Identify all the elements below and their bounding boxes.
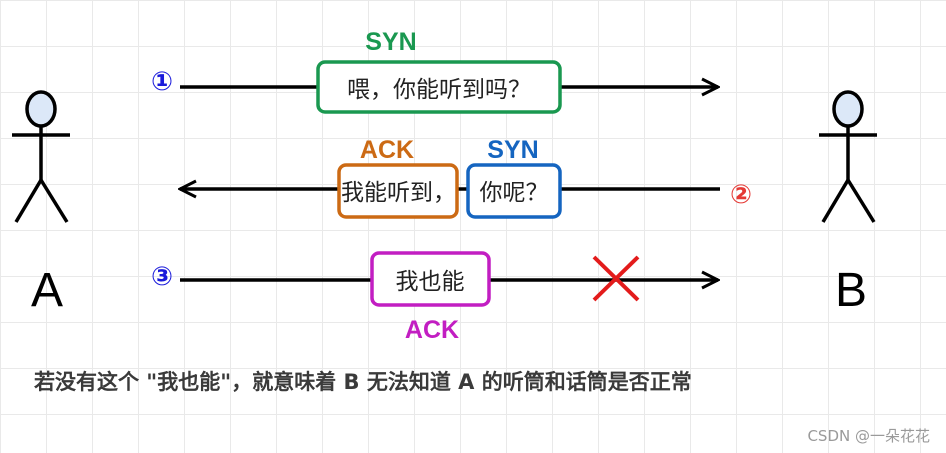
step-2-syn-message-box (466, 163, 562, 219)
actor-a-figure (12, 90, 70, 223)
step-2-syn-tag: SYN (487, 136, 538, 164)
step-2-ack-tag: ACK (360, 136, 414, 164)
actor-b-label: B (835, 264, 867, 317)
step-1-tag: SYN (365, 28, 416, 56)
step-2-number: ② (730, 180, 752, 210)
step-2-ack-message-box (337, 163, 459, 219)
step-2-syn-message-text: 你呢？ (480, 180, 549, 206)
step-1-number: ① (151, 67, 173, 97)
step-1-message-box (316, 60, 562, 114)
step-3-message-box (370, 251, 491, 307)
actor-b-figure (819, 90, 877, 223)
step-3-tag: ACK (405, 316, 459, 344)
step-1-message-text: 喂，你能听到吗？ (347, 77, 531, 103)
explanation-caption: 若没有这个 "我也能"，就意味着 B 无法知道 A 的听筒和话筒是否正常 (34, 370, 692, 394)
actor-a-head (25, 90, 57, 128)
step-3-message-text: 我也能 (396, 269, 465, 295)
step-2-ack-message-text: 我能听到， (341, 180, 456, 206)
actor-a-label: A (31, 264, 63, 317)
lost-packet-cross-icon (592, 255, 640, 302)
actor-b-head (832, 90, 864, 128)
step-3-number: ③ (151, 262, 173, 292)
csdn-watermark: CSDN @一朵花花 (807, 427, 930, 445)
